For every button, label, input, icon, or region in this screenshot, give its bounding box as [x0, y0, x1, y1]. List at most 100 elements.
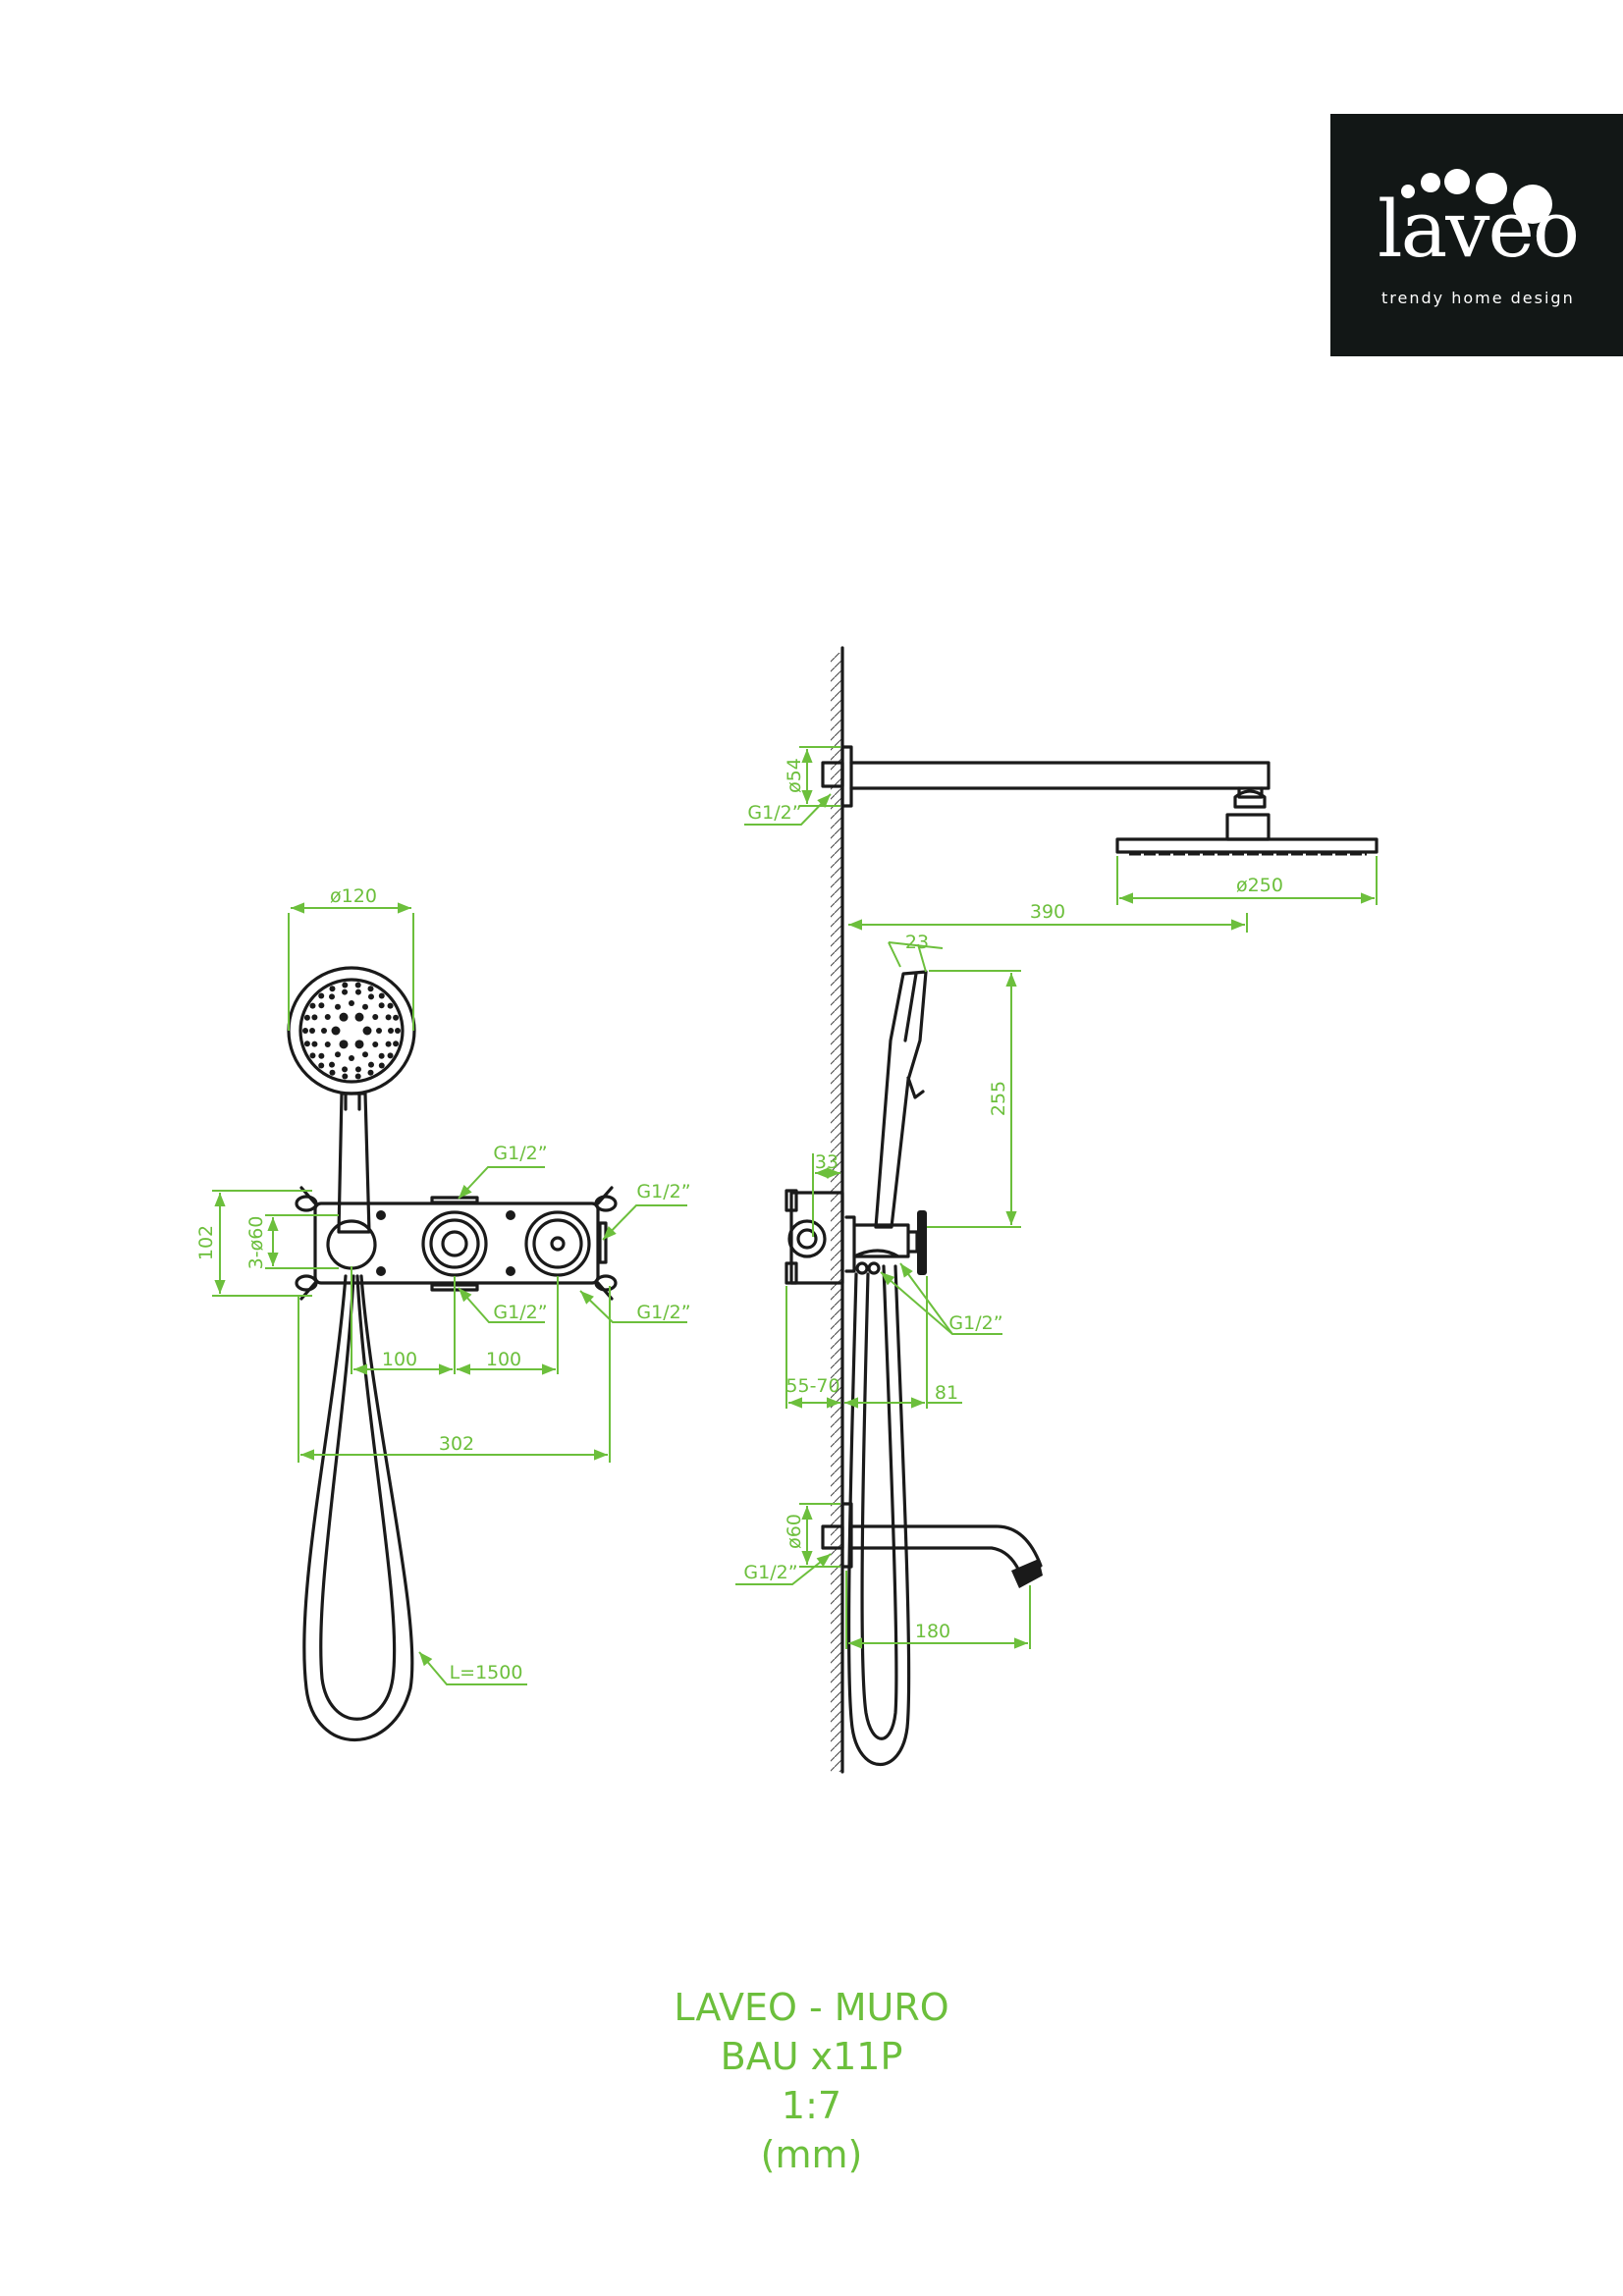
nozzle-dot: [309, 1002, 316, 1009]
mixer-box: [295, 1186, 618, 1301]
logo-wordmark: laveo: [1378, 184, 1580, 275]
nozzle-dot: [385, 1014, 392, 1021]
nozzle-dot: [388, 1028, 394, 1034]
nozzle-dot: [354, 988, 361, 995]
nozzle-dot: [354, 982, 361, 988]
nozzle-dot: [372, 1041, 379, 1047]
nozzle-dot: [321, 1028, 327, 1034]
nozzle-dot: [367, 1069, 374, 1076]
side-holder: [844, 1210, 927, 1275]
label-spout-thread: G1/2”: [743, 1562, 797, 1583]
dim-hand-shower-diameter: ø120: [330, 885, 377, 907]
nozzle-dot: [378, 1062, 385, 1069]
title-units: (mm): [760, 2133, 863, 2176]
title-product: LAVEO - MURO: [674, 1986, 949, 2029]
dim-spout-length: 180: [915, 1621, 950, 1642]
nozzle-dot: [309, 1052, 316, 1059]
label-port-bottom-right: G1/2”: [636, 1302, 690, 1323]
nozzle-dot: [387, 1002, 394, 1009]
dim-box-height: 102: [195, 1225, 217, 1260]
nozzle-dot: [318, 1062, 325, 1069]
dim-arm-flange: ø54: [784, 758, 805, 793]
nozzle-dot: [335, 1051, 341, 1058]
dim-arm-projection: 390: [1030, 901, 1065, 923]
nozzle-dot: [354, 1066, 361, 1073]
drawing-title: LAVEO - MURO BAU x11P 1:7 (mm): [0, 1983, 1623, 2179]
nozzle-dot: [302, 1028, 308, 1034]
dim-knob-diameter: 3-ø60: [245, 1216, 267, 1270]
nozzle-dot: [335, 1003, 341, 1010]
nozzle-dot: [354, 1040, 364, 1049]
label-port-top: G1/2”: [493, 1143, 547, 1164]
laveo-logo: laveo trendy home design: [1330, 114, 1623, 356]
dim-handle-height: 255: [988, 1081, 1009, 1116]
nozzle-dot: [311, 1014, 318, 1021]
nozzle-dot: [349, 1000, 354, 1006]
nozzle-dot: [329, 1069, 336, 1076]
label-port-bottom-center: G1/2”: [493, 1302, 547, 1323]
nozzle-dot: [311, 1041, 318, 1047]
nozzle-dot: [367, 986, 374, 992]
logo-dot: [1421, 173, 1440, 192]
nozzle-dot: [318, 1052, 325, 1059]
nozzle-dot: [372, 1014, 379, 1020]
front-view: ø120 102 3-ø60 100 100 302 G1/2” G1/2” G…: [195, 885, 691, 1741]
nozzle-dot: [368, 1061, 374, 1068]
nozzle-dot: [395, 1028, 401, 1034]
nozzle-dot: [387, 1052, 394, 1059]
dim-holder-projection: 81: [935, 1382, 958, 1404]
nozzle-dot: [349, 1055, 354, 1061]
dim-front: [212, 902, 687, 1685]
dim-spacing-1: 100: [382, 1349, 417, 1370]
nozzle-dot: [378, 992, 385, 999]
title-model: BAU x11P: [720, 2035, 903, 2078]
label-hose-length: L=1500: [450, 1662, 523, 1683]
nozzle-dot: [368, 993, 374, 1000]
dim-spout-flange: ø60: [784, 1514, 805, 1549]
nozzle-dot: [331, 1026, 341, 1036]
nozzle-dot: [393, 1041, 400, 1047]
side-view: ø54 G1/2” ø250 390 23 255 33 G1/2” 55-70…: [735, 646, 1379, 1774]
nozzle-dot: [342, 988, 349, 995]
nozzle-dot: [329, 1061, 335, 1068]
nozzle-dot: [318, 1002, 325, 1009]
nozzle-dot: [303, 1041, 310, 1047]
hand-shower-handle: [337, 1092, 371, 1234]
nozzle-dot: [378, 1052, 385, 1059]
side-hose: [846, 1264, 911, 1767]
bath-spout: [821, 1502, 1043, 1588]
hand-shower-head: [287, 966, 416, 1095]
logo-dot: [1444, 169, 1470, 194]
logo-dot: [1513, 185, 1552, 224]
nozzle-dot: [342, 982, 349, 988]
label-arm-thread: G1/2”: [747, 802, 801, 824]
nozzle-dot: [354, 1073, 361, 1080]
nozzle-dot: [362, 1026, 372, 1036]
dim-spacing-2: 100: [486, 1349, 521, 1370]
side-mixer: [784, 1189, 844, 1285]
side-hand-shower: [874, 970, 928, 1229]
label-holder-thread: G1/2”: [948, 1312, 1002, 1334]
dim-box-width: 302: [439, 1433, 474, 1455]
nozzle-dot: [309, 1028, 315, 1034]
nozzle-dot: [318, 992, 325, 999]
title-scale: 1:7: [781, 2084, 842, 2127]
wall-hatch: [831, 653, 842, 1772]
nozzle-dot: [342, 1066, 349, 1073]
nozzle-dot: [385, 1041, 392, 1047]
nozzle-dot: [339, 1040, 349, 1049]
nozzle-dot: [354, 1012, 364, 1022]
dim-handle-width: 23: [905, 932, 929, 953]
label-port-right: G1/2”: [636, 1181, 690, 1202]
logo-dot: [1476, 173, 1507, 204]
nozzle-dot: [342, 1073, 349, 1080]
nozzle-dot: [324, 1041, 331, 1047]
hose-loop: [302, 1274, 414, 1741]
dim-head-diameter: ø250: [1236, 875, 1283, 896]
nozzle-dot: [362, 1003, 368, 1010]
nozzle-dot: [393, 1014, 400, 1021]
dim-install-depth: 55-70: [785, 1375, 839, 1397]
dim-body-depth: 33: [815, 1151, 839, 1173]
nozzle-dot: [376, 1028, 382, 1034]
